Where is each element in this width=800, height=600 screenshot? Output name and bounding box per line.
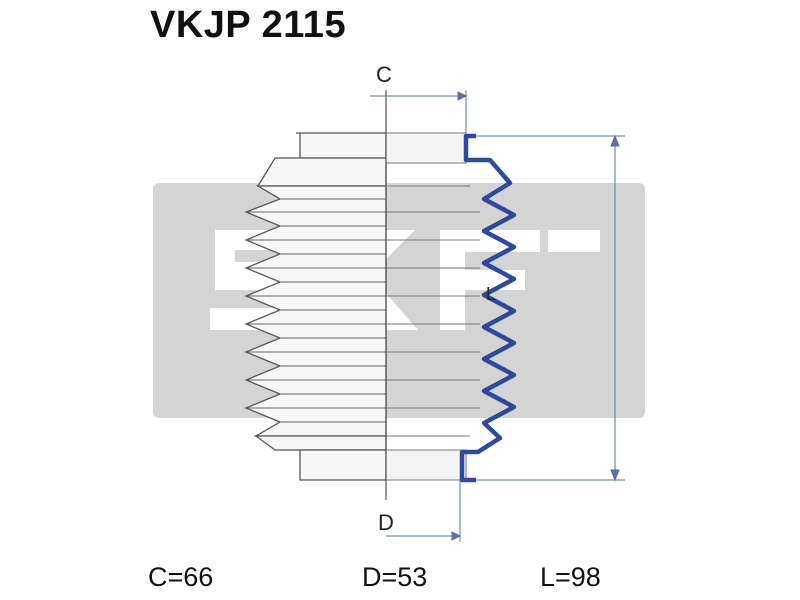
bellow-wall-profile	[459, 133, 517, 483]
bellow-outer-half	[244, 132, 387, 481]
product-code-title: VKJP 2115	[150, 4, 347, 46]
spec-l-value: L=98	[540, 562, 601, 592]
spec-d-value: D=53	[362, 562, 428, 592]
skf-watermark-logo	[153, 183, 645, 418]
bellow-section-half	[385, 132, 480, 481]
dimension-l	[476, 134, 625, 482]
dimension-c	[370, 90, 468, 133]
bellow-rib-lines	[246, 198, 386, 423]
dimension-d-label: D	[378, 510, 394, 535]
dimension-d	[386, 480, 462, 542]
dimension-l-label: L	[486, 284, 497, 304]
spec-c-value: C=66	[148, 562, 214, 592]
dimension-c-label: C	[376, 62, 392, 87]
